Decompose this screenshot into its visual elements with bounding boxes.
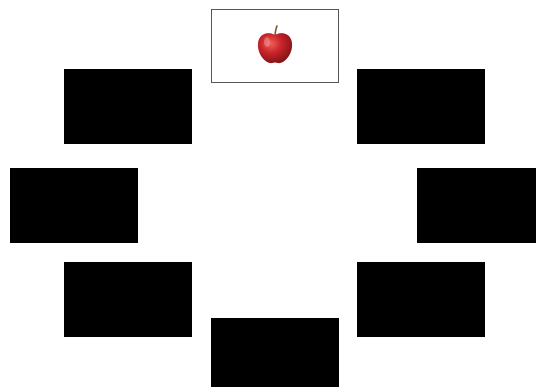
card-revealed-apple[interactable]: [211, 9, 339, 83]
card-hidden[interactable]: [357, 69, 485, 144]
card-hidden[interactable]: [64, 69, 192, 144]
card-hidden[interactable]: [10, 168, 138, 243]
card-hidden[interactable]: [357, 262, 485, 337]
apple-icon: [251, 22, 299, 70]
card-hidden[interactable]: [64, 262, 192, 337]
card-hidden[interactable]: [211, 318, 339, 387]
card-hidden[interactable]: [417, 168, 536, 243]
